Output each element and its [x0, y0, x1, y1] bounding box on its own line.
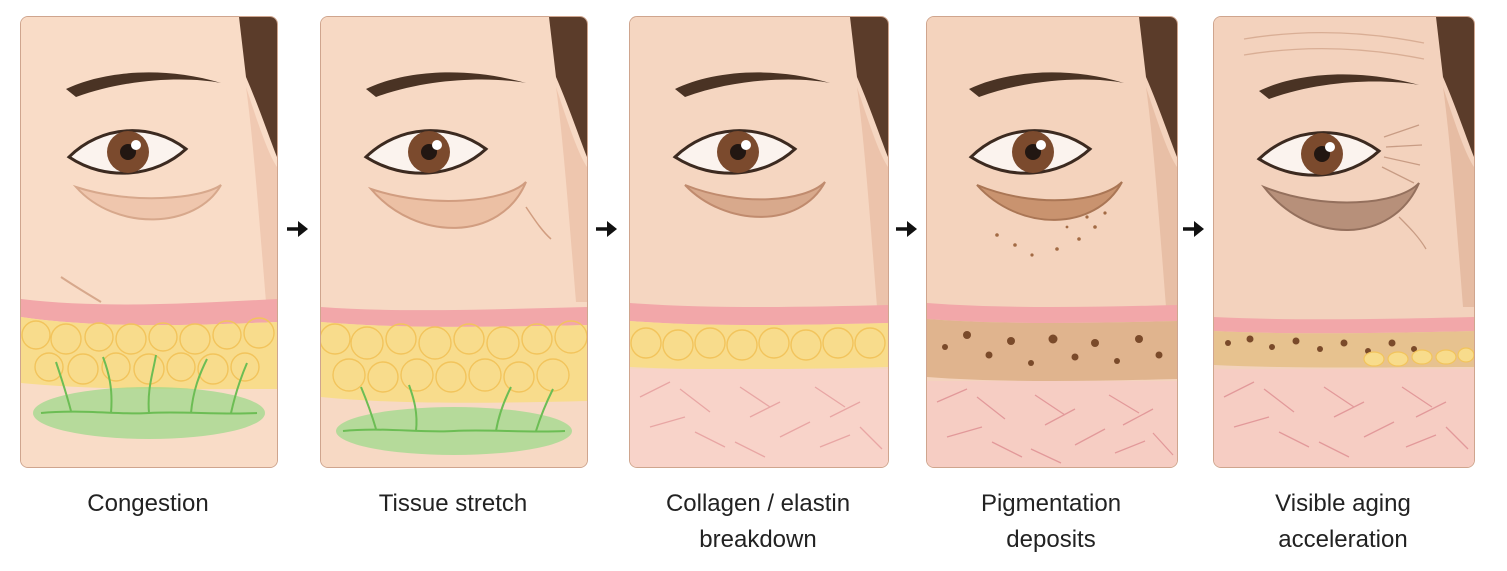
dermis-layer	[21, 299, 277, 326]
congested-vessels	[40, 354, 258, 415]
caption-line: Visible aging	[1275, 490, 1411, 517]
stage-caption-visible-aging: Visible aging acceleration	[1213, 486, 1473, 558]
caption-line: deposits	[1006, 526, 1096, 553]
under-eye-bag	[72, 184, 222, 221]
panel-tissue-stretch	[320, 16, 588, 468]
broken-collagen-fibers	[639, 381, 883, 458]
panel-congestion	[20, 16, 278, 468]
caption-line: acceleration	[1278, 526, 1408, 553]
congestion-illustration	[21, 17, 277, 467]
pigmented-layer	[927, 319, 1177, 381]
hair	[850, 17, 888, 157]
stretched-vessels	[342, 384, 566, 433]
deep-dark-circle	[1260, 182, 1420, 231]
thin-pigmented-layer	[1214, 331, 1474, 368]
caption-line: Congestion	[87, 490, 209, 517]
dermis-layer	[1214, 317, 1474, 334]
arrow-right-icon	[1183, 221, 1204, 237]
dermis-layer	[321, 307, 587, 327]
fat-cells	[630, 327, 886, 361]
eyebrow	[675, 72, 830, 97]
broken-collagen-fibers	[1223, 381, 1469, 458]
crows-feet-wrinkles	[1381, 124, 1427, 250]
eyebrow	[1259, 74, 1419, 99]
arrow-right-icon	[287, 221, 308, 237]
dermis-layer	[927, 303, 1177, 323]
stage-caption-tissue-stretch: Tissue stretch	[320, 486, 586, 522]
panel-visible-aging	[1213, 16, 1475, 468]
collagen-breakdown-illustration	[630, 17, 888, 467]
hair	[549, 17, 587, 157]
eyebrow	[969, 72, 1124, 97]
tissue-stretch-illustration	[321, 17, 587, 467]
hair	[1436, 17, 1474, 157]
under-eye-bag	[367, 181, 527, 229]
caption-line: breakdown	[699, 526, 817, 553]
dermis-layer	[630, 303, 888, 325]
melanin-deposits	[942, 331, 1163, 366]
eyebrow	[366, 72, 526, 97]
pigmentation-illustration	[927, 17, 1177, 467]
caption-line: Collagen / elastin	[665, 490, 851, 517]
forehead-lines	[1243, 31, 1425, 60]
hair	[1139, 17, 1177, 157]
dark-circle	[976, 181, 1123, 221]
fat-cells	[321, 320, 587, 393]
visible-aging-illustration	[1214, 17, 1474, 467]
arrow-right-icon	[896, 221, 917, 237]
fat-cells	[1363, 347, 1474, 367]
surface-pigment-spots	[995, 211, 1107, 257]
panel-collagen-breakdown	[629, 16, 889, 468]
caption-line: Tissue stretch	[378, 490, 528, 517]
hair	[239, 17, 277, 157]
caption-line: Pigmentation	[980, 490, 1122, 517]
broken-collagen-fibers	[936, 388, 1174, 464]
stage-caption-collagen-breakdown: Collagen / elastin breakdown	[629, 486, 887, 558]
arrow-right-icon	[596, 221, 617, 237]
melanin-deposits	[1225, 335, 1417, 354]
stage-caption-pigmentation: Pigmentation deposits	[926, 486, 1176, 558]
dark-circle	[684, 181, 826, 218]
stage-caption-congestion: Congestion	[20, 486, 276, 522]
panel-pigmentation	[926, 16, 1178, 468]
fat-cells	[21, 317, 275, 385]
eyebrow	[66, 72, 221, 97]
